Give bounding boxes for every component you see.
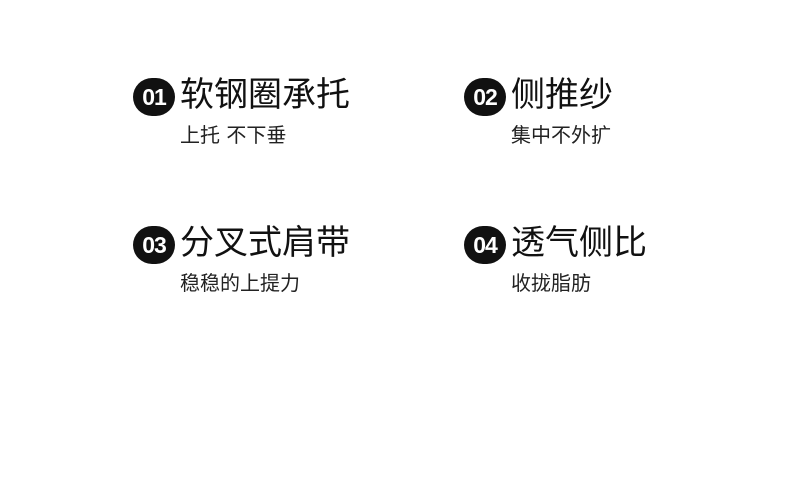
feature-title: 透气侧比 [511, 223, 647, 263]
number-badge: 01 [133, 78, 175, 116]
feature-subtitle: 稳稳的上提力 [180, 271, 300, 295]
number-badge: 04 [464, 226, 506, 264]
feature-title: 软钢圈承托 [180, 75, 350, 115]
feature-subtitle: 收拢脂肪 [511, 271, 591, 295]
number-badge: 02 [464, 78, 506, 116]
feature-title: 侧推纱 [511, 75, 613, 115]
feature-title: 分叉式肩带 [180, 223, 350, 263]
feature-subtitle: 上托 不下垂 [180, 123, 287, 147]
feature-subtitle: 集中不外扩 [511, 123, 611, 147]
number-badge: 03 [133, 226, 175, 264]
